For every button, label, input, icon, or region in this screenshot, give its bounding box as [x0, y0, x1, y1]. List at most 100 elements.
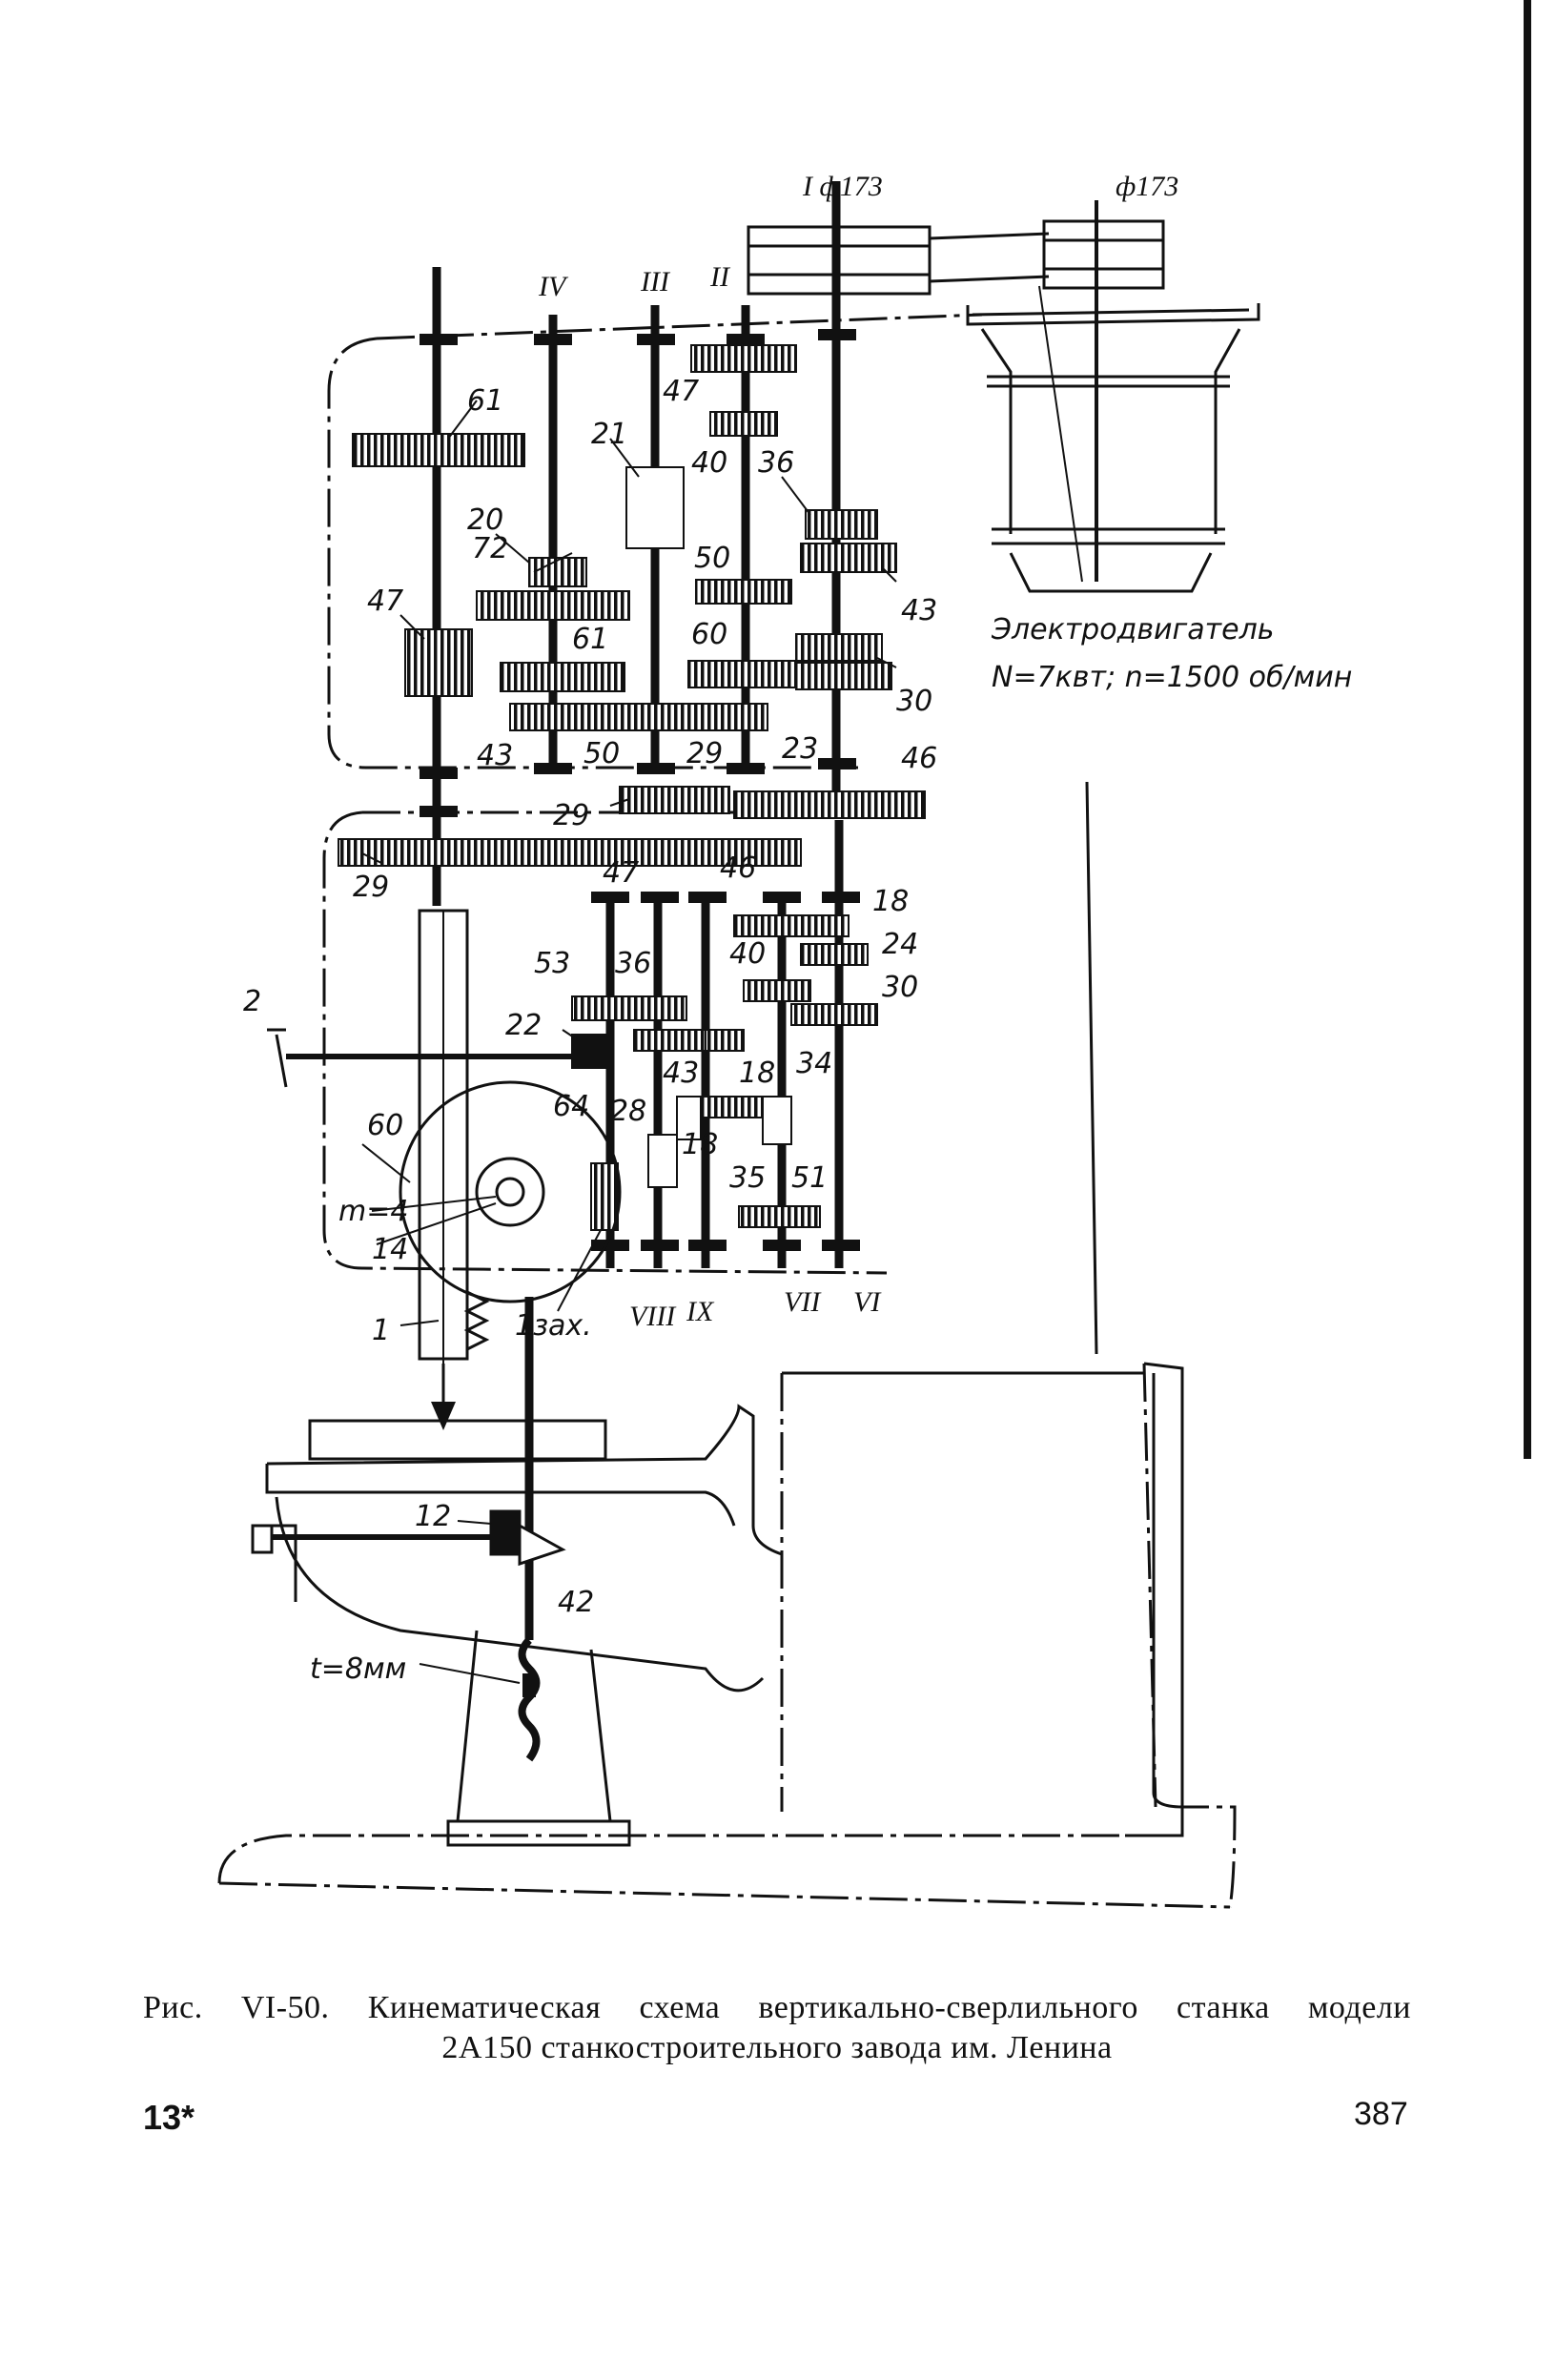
gear-53 [571, 995, 630, 1021]
gear-43c-label: 43 [663, 1057, 699, 1090]
gear-43b [509, 703, 768, 731]
gear-60a-label: 60 [691, 618, 727, 651]
gear-40a [709, 411, 778, 437]
gear-30a [795, 633, 883, 662]
gear-40a-label: 40 [691, 446, 727, 480]
gear-50a [695, 579, 792, 605]
gear-46b-label: 46 [720, 851, 756, 885]
gear-20 [528, 557, 587, 587]
caption-line-1: Рис. VI-50. Кинематическая схема вертика… [143, 1990, 1411, 2025]
gear-34-label: 34 [796, 1047, 832, 1080]
shaft-vii-label: VII [784, 1286, 822, 1318]
gear-18b-label: 18 [739, 1057, 775, 1090]
gear-53-label: 53 [534, 947, 570, 980]
gear-18a-label: 18 [872, 885, 909, 918]
gear-61b-label: 61 [572, 623, 608, 656]
gear-29c-label: 29 [353, 871, 389, 904]
kinematic-diagram: I ф173 ф173 II III IV VI VII VIII IX 61 … [217, 171, 1352, 1909]
gear-29a-label: 29 [686, 737, 723, 770]
page-number: 387 [1354, 2096, 1408, 2132]
gear-29c [338, 838, 802, 867]
upper-housing-outline [327, 313, 983, 769]
column-right-edge [1142, 1363, 1157, 1808]
gear-47b [690, 344, 797, 373]
gear-22-label: 22 [505, 1009, 542, 1042]
work-table-top [308, 1419, 607, 1461]
gear-51-label: 51 [791, 1161, 828, 1195]
gear-21 [625, 466, 685, 549]
gear-60b-label: 60 [367, 1109, 403, 1142]
pulley-right [1042, 219, 1165, 290]
base-plate-top [1125, 1807, 1184, 1837]
caption-line-2: 2А150 станкостроительного завода им. Лен… [441, 2030, 1113, 2065]
handle-crank [267, 1028, 288, 1088]
gear-18c-label: 18 [682, 1128, 718, 1161]
clutch-vii [762, 1096, 792, 1145]
table-pedestal [446, 1630, 631, 1847]
gear-61a-label: 61 [467, 384, 503, 418]
gear-30a2 [795, 662, 892, 690]
gear-18b [676, 1096, 702, 1140]
gear-61a [352, 433, 525, 467]
gear-23-label: 23 [782, 732, 818, 766]
gear-35-label: 35 [729, 1161, 766, 1195]
gear-46a [733, 790, 926, 819]
gear-29b-label: 29 [553, 799, 589, 832]
gear-12-label: 12 [415, 1500, 451, 1533]
gear-28-label: 28 [610, 1095, 646, 1128]
gear-50a-label: 50 [694, 542, 730, 575]
gear-36b [628, 995, 687, 1021]
motor-base [966, 303, 1260, 326]
lift-nut [522, 1673, 536, 1697]
figure-caption: Рис. VI-50. Кинематическая схема вертика… [143, 1988, 1411, 2068]
belt-guide [1038, 285, 1083, 583]
gear-43a [800, 543, 897, 573]
page-edge-shadow [1524, 0, 1531, 1459]
gear-14-label: 14 [372, 1233, 408, 1266]
gear-47a-label: 47 [367, 585, 403, 618]
shaft-vi-label: VI [853, 1286, 882, 1318]
gear-29a [619, 786, 730, 814]
shaft-ii-label: II [709, 261, 731, 293]
work-table-body [265, 1404, 783, 1693]
motor-label: Электродвигатель [991, 613, 1274, 646]
gear-42-label: 42 [558, 1586, 594, 1619]
gear-43a-label: 43 [901, 594, 937, 627]
gear-46b [733, 914, 850, 937]
gear-47c-label: 47 [603, 856, 639, 890]
gear-30a-label: 30 [896, 685, 932, 718]
lift-screw [518, 1637, 541, 1762]
rack-teeth [463, 1290, 490, 1351]
belt-bottom [929, 275, 1050, 283]
gear-36b-label: 36 [615, 947, 651, 980]
worm-body [590, 1162, 619, 1231]
gear-61b [500, 662, 625, 692]
signature-mark: 13* [143, 2098, 195, 2137]
worm-wheel [399, 1080, 622, 1303]
bearings [420, 329, 860, 1251]
gear-30b-label: 30 [882, 971, 918, 1004]
bevel-42 [518, 1523, 566, 1567]
table-handle [251, 1524, 274, 1554]
gear-72-label: 72 [472, 532, 508, 565]
shaft-iv-label: IV [538, 271, 569, 302]
gear-36a-label: 36 [758, 446, 794, 480]
screw-pitch-label: t=8мм [310, 1652, 406, 1686]
gear-18a [705, 1029, 745, 1052]
gear-40b [743, 979, 811, 1002]
gear-64-label: 64 [553, 1090, 589, 1123]
pulley-left-label: I ф173 [802, 171, 883, 202]
shaft-ix-label: IX [686, 1296, 715, 1327]
handle-2-label: 2 [243, 985, 261, 1018]
pulley-right-label: ф173 [1116, 171, 1178, 202]
gear-40b-label: 40 [729, 937, 766, 971]
rack-1-label: 1 [372, 1314, 390, 1347]
gear-47b-label: 47 [663, 375, 699, 408]
motor-spec: N=7квт; n=1500 об/мин [992, 661, 1352, 694]
clutch-lower [647, 1134, 678, 1188]
feed-arrowhead [431, 1402, 456, 1430]
gear-51 [738, 1205, 821, 1228]
gear-24 [800, 943, 869, 966]
shaft-viii-label: VIII [629, 1301, 677, 1332]
gear-72 [476, 590, 630, 621]
